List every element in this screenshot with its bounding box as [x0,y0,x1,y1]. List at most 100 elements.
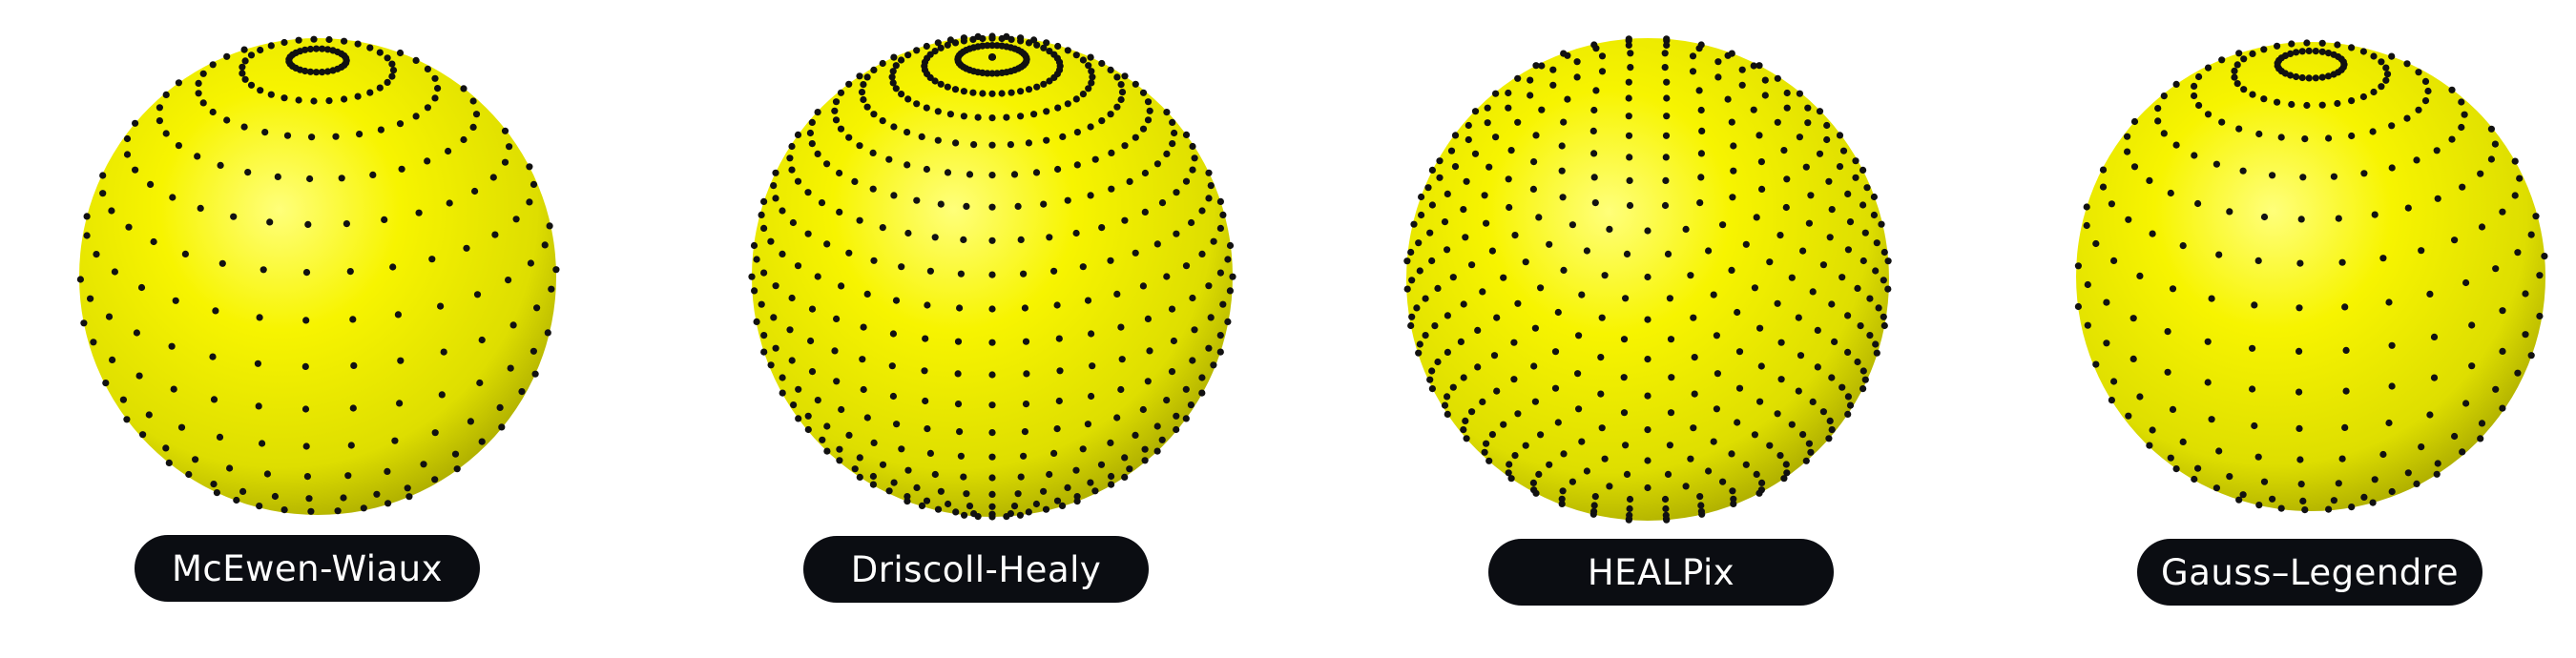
sample-point [1757,362,1765,370]
sample-point [2434,460,2441,467]
sample-point [1064,100,1071,108]
sample-point [2108,200,2115,208]
sample-point [356,131,364,138]
sample-point [966,503,974,510]
sample-point [1859,201,1867,209]
sample-point [1713,405,1720,413]
sample-point [274,173,281,180]
sample-point [469,97,477,105]
sample-point [2136,393,2144,401]
sample-point [1087,479,1094,486]
sample-point [223,52,231,60]
sample-point [505,277,512,284]
sample-point [2194,464,2202,472]
sample-point [301,362,309,370]
sample-point [2491,140,2499,148]
sample-point [325,35,333,44]
sample-point [446,199,453,207]
sample-point [1141,208,1149,216]
sample-point [1479,288,1486,296]
sample-point [806,129,815,137]
sample-point [794,262,802,270]
sample-point [1025,86,1033,93]
sample-point [1705,247,1713,255]
sample-point [162,444,170,452]
sample-point [1141,169,1149,177]
sample-point [1766,442,1774,449]
sample-point [283,132,292,139]
sample-point [1088,79,1095,87]
sample-point [1597,354,1605,361]
sample-point [2293,49,2300,56]
sample-point [329,47,337,54]
sample-point [1839,383,1846,391]
sample-point [890,123,898,131]
sample-point [2379,255,2387,262]
sample-point [1144,378,1152,385]
sample-point [2191,152,2198,159]
sample-point [1560,118,1568,126]
sample-point [2146,442,2153,449]
sample-point [1625,35,1632,43]
sample-point [334,507,342,515]
sample-point [2388,341,2396,349]
sample-point [388,60,396,68]
sample-point [1814,326,1821,334]
sample-point [2296,259,2304,267]
sample-point [960,88,968,95]
sample-point [1761,76,1769,84]
sample-point [1626,504,1633,513]
sample-point [1774,410,1781,418]
sample-point [1682,225,1690,233]
sample-point [102,380,110,387]
sample-point [1021,428,1028,436]
sample-point [1714,370,1721,378]
sample-point [424,104,431,112]
sample-point [467,418,474,425]
sample-point [1828,374,1836,381]
sample-point [1697,502,1705,509]
sample-point [885,487,893,495]
sample-point [937,200,945,208]
sample-point [384,467,391,475]
sample-point [923,104,930,112]
sample-point [937,44,945,51]
sample-point [2312,74,2319,82]
sample-point [2418,247,2425,255]
sample-point [753,318,760,325]
sample-point [856,216,863,224]
sample-point [2160,130,2168,137]
sample-point [2305,47,2313,55]
sample-point [760,224,768,232]
sample-point [2478,223,2486,231]
sample-point [123,134,132,143]
sample-point [1724,95,1732,103]
sample-point [1622,442,1630,449]
sample-point [1189,294,1196,302]
sample-point [162,91,170,98]
sample-point [1463,435,1470,442]
sample-point [1428,166,1436,174]
sample-point [1819,408,1827,416]
sample-point [451,450,460,458]
sample-point [1535,214,1543,221]
sample-point [1054,165,1062,174]
sample-point [974,32,982,41]
sample-point [1054,42,1062,51]
sample-point [944,83,951,91]
sample-point [2385,419,2393,427]
sample-point [1598,68,1607,75]
sample-point [1627,64,1634,72]
sample-point [1014,490,1022,498]
sample-point [507,364,514,372]
sample-point [2191,92,2198,100]
sample-point [1623,470,1631,478]
sample-point [1776,232,1784,239]
sample-point [434,85,442,93]
sample-point [105,313,114,320]
sample-point [1661,495,1670,504]
sample-point [779,374,786,381]
sample-point [256,503,263,510]
sample-point [1859,385,1867,393]
sample-point [428,256,436,263]
